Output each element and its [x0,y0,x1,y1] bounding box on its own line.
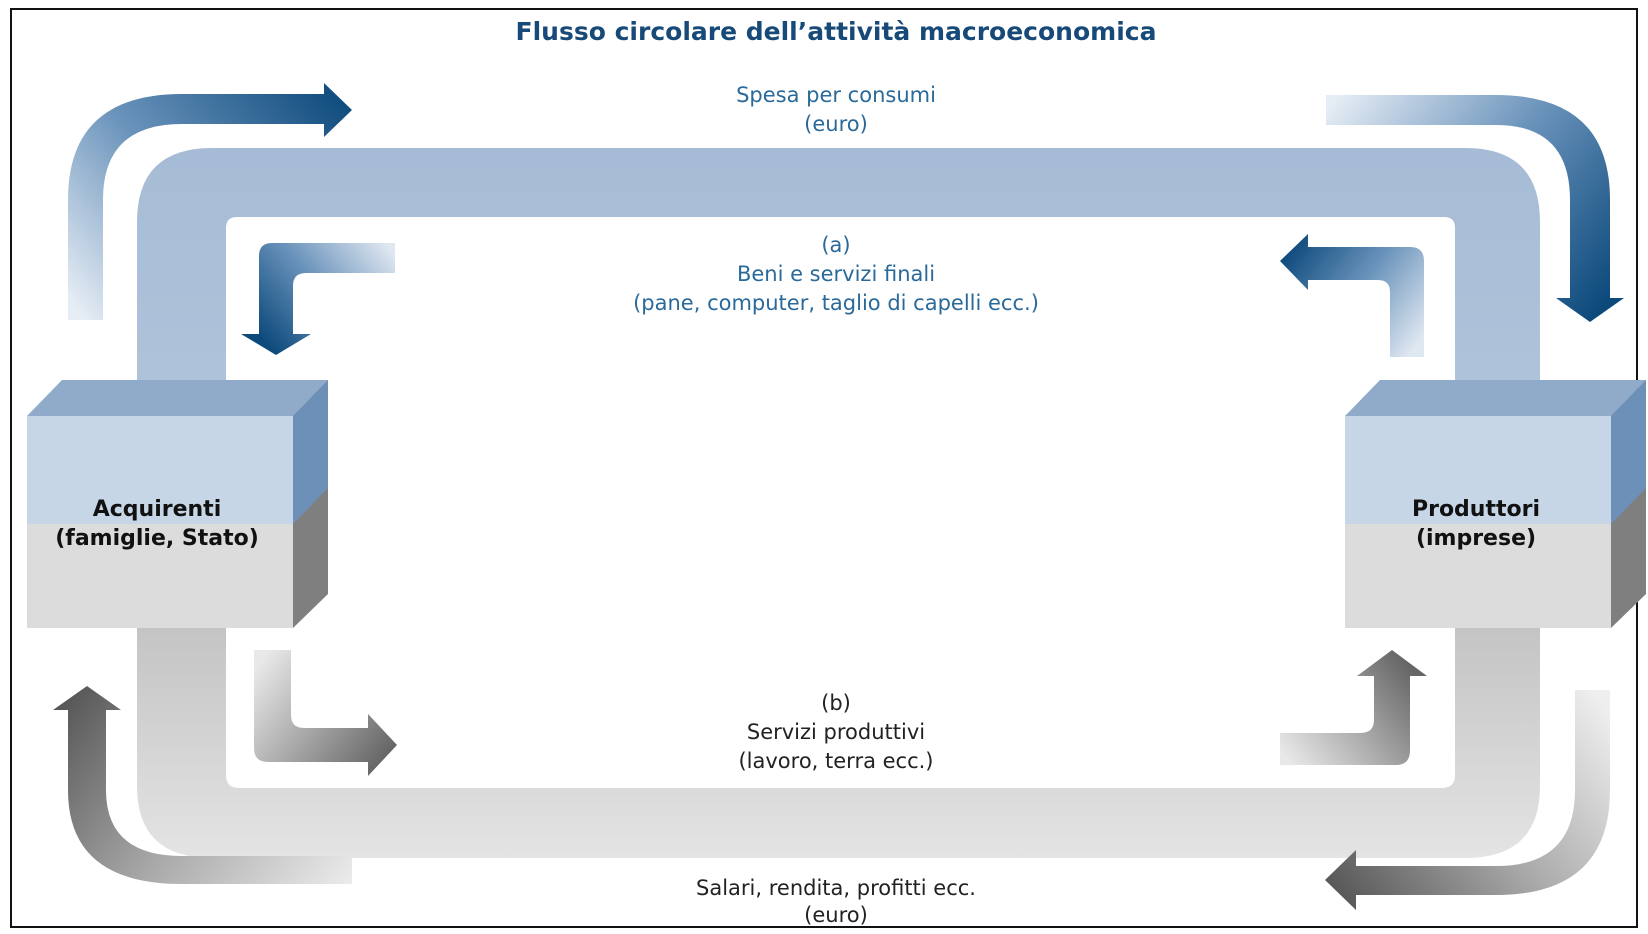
left-box-line1: Acquirenti [93,497,222,522]
goods-flow-examples: (pane, computer, taglio di capelli ecc.) [633,291,1039,315]
factor-flow-label: Servizi produttivi [747,720,925,744]
top-flow-unit: (euro) [804,112,868,136]
bottom-right-curved-arrow [1325,690,1610,910]
bottom-left-curved-arrow [53,686,352,884]
top-flow-pipe [137,148,1540,398]
inner-left-bent-arrow [241,243,395,355]
top-right-curved-arrow [1326,95,1624,322]
bottom-flow-label: Salari, rendita, profitti ecc. [696,876,976,900]
top-flow-label: Spesa per consumi [736,83,936,107]
left-box-line2: (famiglie, Stato) [55,526,259,551]
bottom-flow-pipe [137,628,1540,858]
right-box-line2: (imprese) [1416,526,1536,551]
diagram-title: Flusso circolare dell’attività macroecon… [516,17,1157,46]
goods-flow-marker: (a) [821,233,850,257]
right-box-line1: Produttori [1412,497,1540,522]
goods-flow-label: Beni e servizi finali [737,262,935,286]
inner-left-gray-arrow [254,650,397,776]
producers-box [1345,380,1646,628]
factor-flow-marker: (b) [821,691,851,715]
inner-right-bent-arrow [1280,234,1424,357]
factor-flow-examples: (lavoro, terra ecc.) [738,749,933,773]
bottom-flow-unit: (euro) [804,903,868,927]
inner-right-gray-arrow [1280,650,1427,765]
buyers-box [27,380,328,628]
top-left-curved-arrow [68,83,352,320]
